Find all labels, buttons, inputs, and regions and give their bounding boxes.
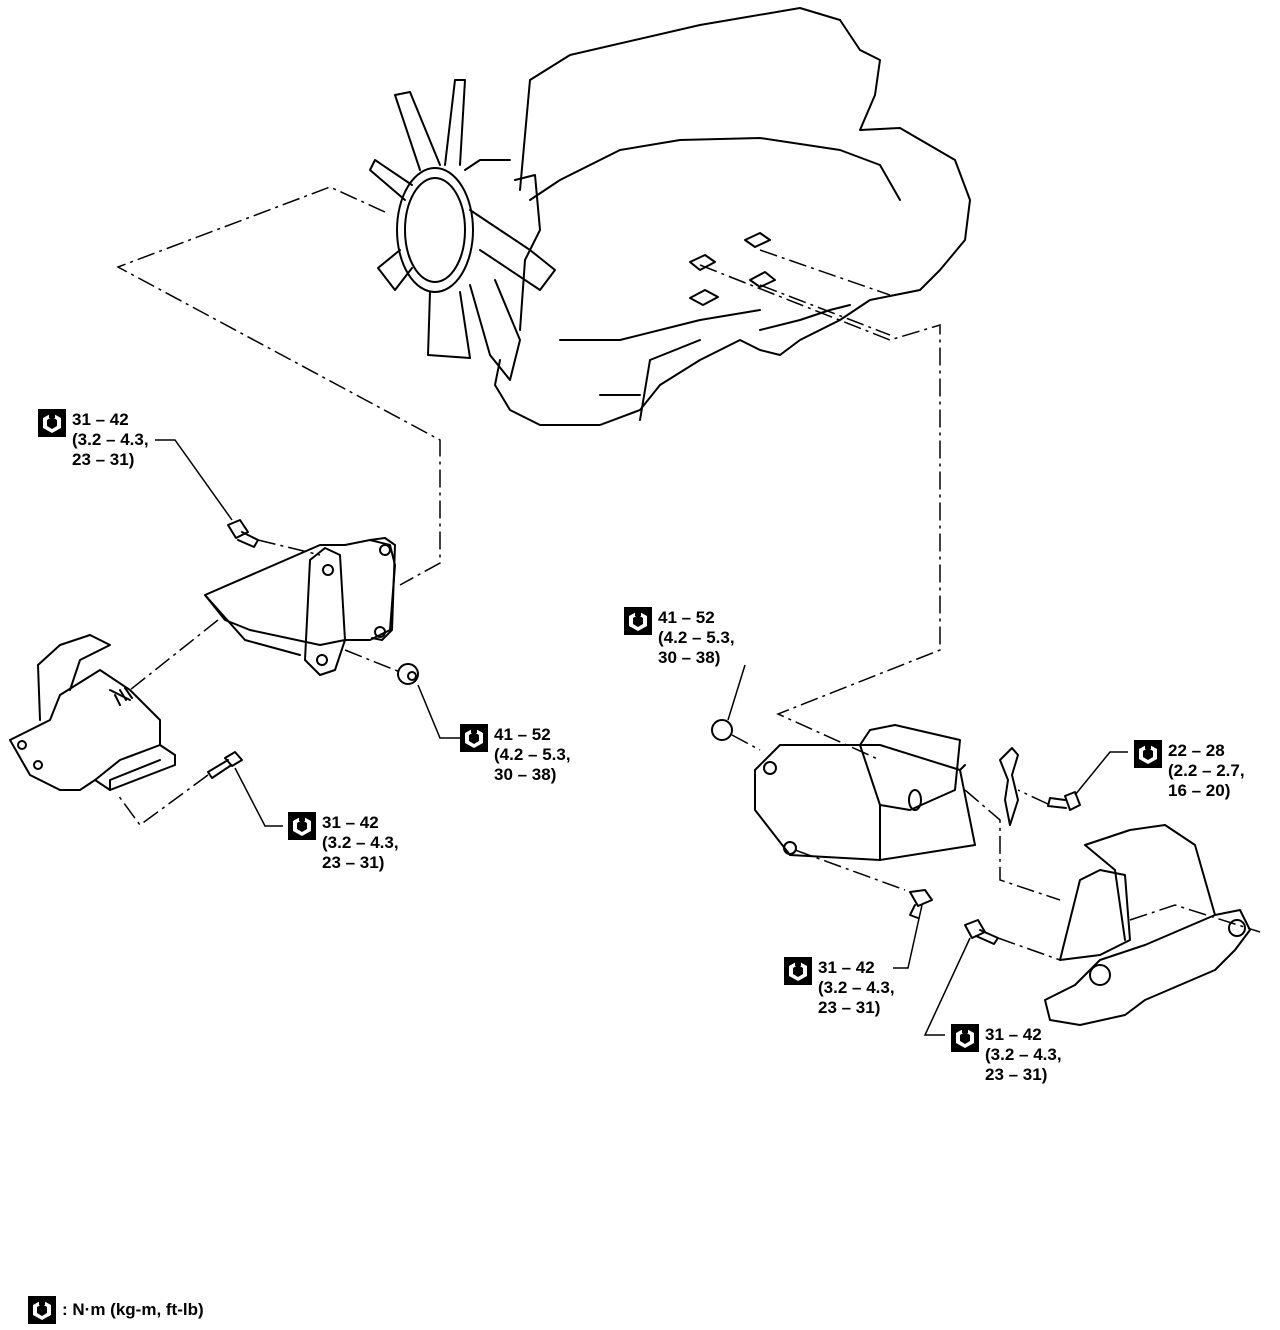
torque-label-lh-lower-bolt: 31 – 42 (3.2 – 4.3, 23 – 31)	[322, 813, 399, 873]
torque-value-kgm: (3.2 – 4.3,	[72, 430, 149, 449]
torque-value-nm: 22 – 28	[1168, 741, 1225, 760]
torque-value-nm: 41 – 52	[494, 725, 551, 744]
rh-mount-insulator	[1044, 824, 1251, 1026]
torque-label-rh-insulator-bolt: 31 – 42 (3.2 – 4.3, 23 – 31)	[985, 1025, 1062, 1085]
torque-label-lh-upper-bolt: 31 – 42 (3.2 – 4.3, 23 – 31)	[72, 410, 149, 470]
torque-value-kgm: (2.2 – 2.7,	[1168, 761, 1245, 780]
torque-value-ftlb: 23 – 31)	[322, 853, 385, 872]
torque-value-nm: 31 – 42	[985, 1025, 1042, 1044]
rh-heat-shield	[999, 747, 1019, 826]
torque-wrench-icon	[38, 409, 66, 437]
torque-value-nm: 31 – 42	[72, 410, 129, 429]
torque-value-ftlb: 23 – 31)	[985, 1065, 1048, 1084]
torque-value-kgm: (3.2 – 4.3,	[818, 978, 895, 997]
torque-value-ftlb: 23 – 31)	[818, 998, 881, 1017]
rh-bracket-bolt-part	[1047, 791, 1081, 811]
torque-value-nm: 31 – 42	[322, 813, 379, 832]
lh-lower-bolt-part	[207, 751, 243, 779]
torque-value-nm: 31 – 42	[818, 958, 875, 977]
torque-wrench-icon	[1134, 740, 1162, 768]
torque-value-ftlb: 30 – 38)	[658, 648, 721, 667]
torque-wrench-icon	[28, 1296, 56, 1324]
rh-mount-bracket	[754, 724, 976, 861]
torque-value-kgm: (3.2 – 4.3,	[985, 1045, 1062, 1064]
legend-units: : N·m (kg-m, ft-lb)	[62, 1300, 204, 1319]
torque-value-kgm: (4.2 – 5.3,	[494, 745, 571, 764]
lh-mount-insulator	[9, 634, 176, 791]
torque-value-nm: 41 – 52	[658, 608, 715, 627]
rh-lower-bolt-part	[909, 889, 933, 919]
torque-wrench-icon	[288, 812, 316, 840]
lh-mount-bracket	[204, 537, 396, 676]
torque-label-rh-nut: 41 – 52 (4.2 – 5.3, 30 – 38)	[658, 608, 735, 668]
lh-upper-bolt-part	[227, 519, 259, 548]
torque-value-ftlb: 16 – 20)	[1168, 781, 1231, 800]
torque-label-rh-lower-bolt: 31 – 42 (3.2 – 4.3, 23 – 31)	[818, 958, 895, 1018]
cooling-fan	[369, 79, 556, 381]
torque-label-rh-bracket-bolt: 22 – 28 (2.2 – 2.7, 16 – 20)	[1168, 741, 1245, 801]
torque-wrench-icon	[460, 724, 488, 752]
engine-block	[494, 7, 971, 426]
torque-wrench-icon	[951, 1024, 979, 1052]
rh-insulator-bolt-part	[964, 919, 999, 945]
lh-nut-part	[397, 663, 419, 685]
torque-value-kgm: (3.2 – 4.3,	[322, 833, 399, 852]
rh-nut-part	[711, 719, 733, 741]
torque-value-ftlb: 23 – 31)	[72, 450, 135, 469]
torque-wrench-icon	[784, 957, 812, 985]
torque-label-lh-nut: 41 – 52 (4.2 – 5.3, 30 – 38)	[494, 725, 571, 785]
torque-value-kgm: (4.2 – 5.3,	[658, 628, 735, 647]
torque-wrench-icon	[624, 607, 652, 635]
torque-value-ftlb: 30 – 38)	[494, 765, 557, 784]
